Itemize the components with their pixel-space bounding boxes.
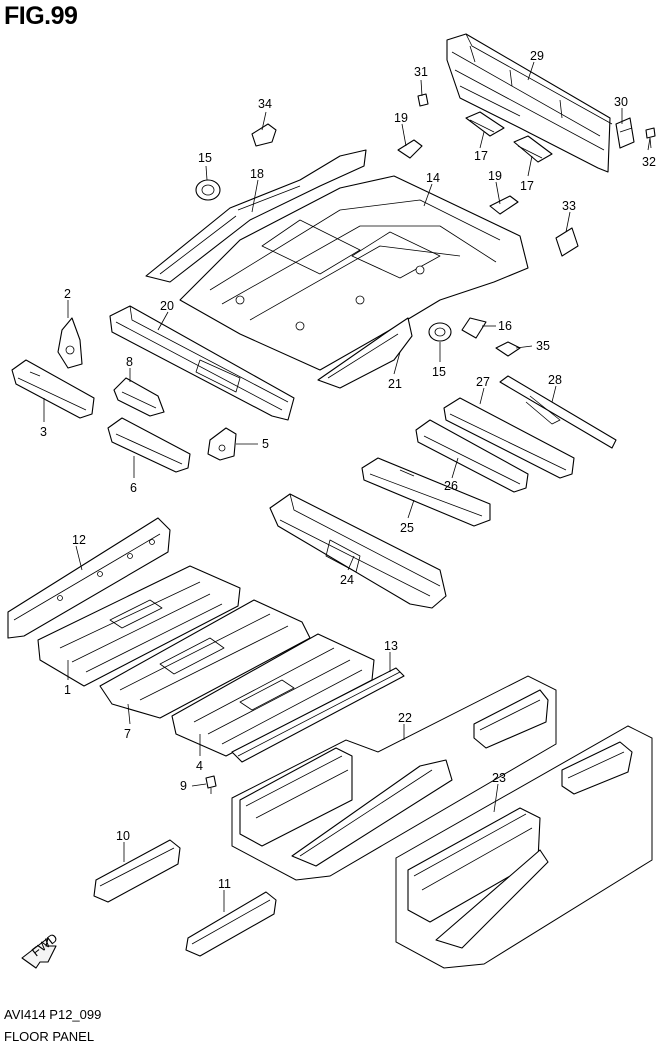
part-12-side-sill[interactable] bbox=[7, 517, 171, 639]
callout-30: 30 bbox=[614, 95, 628, 109]
callout-labels: 29 30 32 31 34 19 17 19 17 33 15 18 14 1… bbox=[40, 49, 656, 891]
callout-12: 12 bbox=[72, 533, 86, 547]
part-27-crossmember[interactable] bbox=[443, 397, 575, 479]
part-34-bracket[interactable] bbox=[251, 123, 277, 147]
figure-title: FIG.99 bbox=[4, 2, 78, 30]
callout-6: 6 bbox=[130, 481, 137, 495]
callout-3: 3 bbox=[40, 425, 47, 439]
part-23-frame-assembly-group[interactable] bbox=[395, 725, 653, 969]
part-15-grommet-upper[interactable] bbox=[195, 179, 221, 201]
part-22-frame-assembly-group[interactable] bbox=[231, 675, 557, 881]
part-35-nut[interactable] bbox=[495, 341, 521, 357]
part-25-crossmember[interactable] bbox=[361, 457, 491, 527]
part-32-bolt[interactable] bbox=[645, 127, 656, 149]
part-15-grommet-lower[interactable] bbox=[428, 322, 452, 342]
callout-5: 5 bbox=[262, 437, 269, 451]
callout-29: 29 bbox=[530, 49, 544, 63]
part-30-bracket[interactable] bbox=[615, 117, 635, 149]
callout-33: 33 bbox=[562, 199, 576, 213]
part-20-crossmember[interactable] bbox=[109, 305, 295, 421]
part-8-bracket[interactable] bbox=[113, 377, 165, 417]
part-19-bracket-lower[interactable] bbox=[489, 195, 519, 215]
fwd-arrow-icon: FWD bbox=[21, 931, 60, 969]
part-17-bracket-lower[interactable] bbox=[513, 135, 553, 163]
part-10-reinforcement[interactable] bbox=[93, 839, 181, 903]
callout-22: 22 bbox=[398, 711, 412, 725]
callout-4: 4 bbox=[196, 759, 203, 773]
part-18-side-member[interactable] bbox=[145, 149, 367, 283]
callout-7: 7 bbox=[124, 727, 131, 741]
part-26-crossmember[interactable] bbox=[415, 419, 529, 493]
part-13-side-sill-inner[interactable] bbox=[231, 667, 405, 763]
part-3-crossmember[interactable] bbox=[11, 359, 95, 419]
part-33-bracket[interactable] bbox=[555, 227, 579, 257]
part-28-crossmember[interactable] bbox=[499, 375, 617, 449]
part-1-front-floor-left[interactable] bbox=[37, 565, 241, 687]
callout-10: 10 bbox=[116, 829, 130, 843]
part-16-bracket[interactable] bbox=[461, 317, 487, 339]
callout-24: 24 bbox=[340, 573, 354, 587]
leader-lines bbox=[43, 61, 651, 912]
callout-19-lower: 19 bbox=[488, 169, 502, 183]
callout-14: 14 bbox=[426, 171, 440, 185]
callout-17-lower: 17 bbox=[520, 179, 534, 193]
callout-34: 34 bbox=[258, 97, 272, 111]
callout-15-upper: 15 bbox=[198, 151, 212, 165]
part-2-bracket[interactable] bbox=[57, 317, 83, 369]
callout-16: 16 bbox=[498, 319, 512, 333]
callout-19-upper: 19 bbox=[394, 111, 408, 125]
part-24-crossmember[interactable] bbox=[269, 493, 447, 609]
callout-32: 32 bbox=[642, 155, 656, 169]
callout-27: 27 bbox=[476, 375, 490, 389]
figure-name: FLOOR PANEL bbox=[4, 1029, 95, 1044]
callout-23: 23 bbox=[492, 771, 506, 785]
part-17-bracket-upper[interactable] bbox=[465, 111, 505, 137]
part-29-rear-panel[interactable] bbox=[446, 33, 613, 173]
callout-20: 20 bbox=[160, 299, 174, 313]
callout-26: 26 bbox=[444, 479, 458, 493]
callout-13: 13 bbox=[384, 639, 398, 653]
part-6-crossmember[interactable] bbox=[107, 417, 191, 473]
callout-8: 8 bbox=[126, 355, 133, 369]
callout-28: 28 bbox=[548, 373, 562, 387]
callout-2: 2 bbox=[64, 287, 71, 301]
callout-31: 31 bbox=[414, 65, 428, 79]
callout-9: 9 bbox=[180, 779, 187, 793]
part-9-bolt[interactable] bbox=[205, 775, 217, 794]
callout-21: 21 bbox=[388, 377, 402, 391]
callout-1: 1 bbox=[64, 683, 71, 697]
callout-18: 18 bbox=[250, 167, 264, 181]
figure-code: AVI414 P12_099 bbox=[4, 1007, 102, 1022]
part-21-side-member[interactable] bbox=[317, 317, 413, 389]
part-11-reinforcement[interactable] bbox=[185, 891, 277, 957]
callout-35: 35 bbox=[536, 339, 550, 353]
callout-15-lower: 15 bbox=[432, 365, 446, 379]
callout-25: 25 bbox=[400, 521, 414, 535]
part-14-rear-floor[interactable] bbox=[179, 175, 529, 371]
callout-11: 11 bbox=[218, 877, 231, 891]
callout-17-upper: 17 bbox=[474, 149, 488, 163]
part-31-bolt[interactable] bbox=[417, 93, 429, 107]
part-19-bracket-upper[interactable] bbox=[397, 139, 423, 159]
part-5-bracket[interactable] bbox=[207, 427, 237, 461]
